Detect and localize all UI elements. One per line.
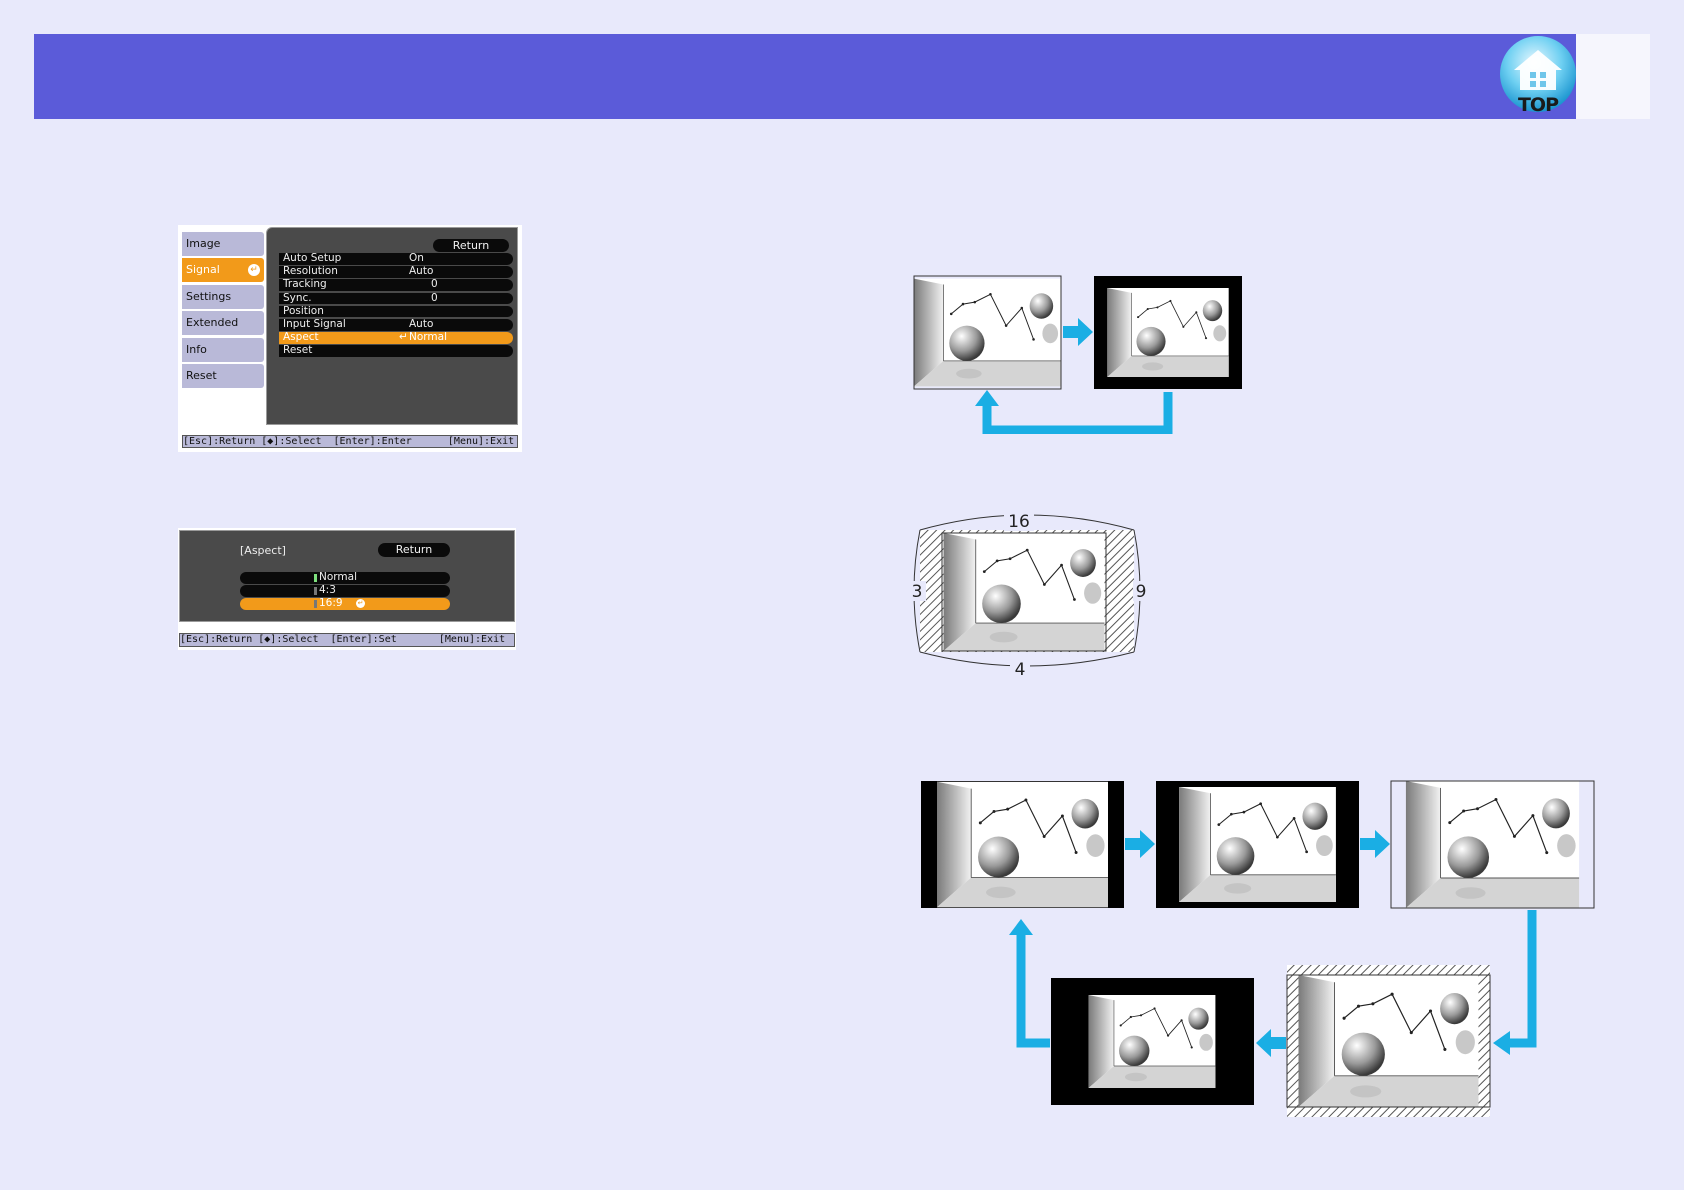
arrow-right-icon xyxy=(1063,318,1093,346)
unchecked-indicator xyxy=(314,587,317,596)
arrow-up-icon xyxy=(1016,932,1050,1048)
dimension-label-9: 9 xyxy=(1136,582,1147,602)
arrow-right-icon xyxy=(1360,830,1390,858)
aspect-option-normal[interactable]: Normal xyxy=(240,571,450,584)
signal-menu-screenshot: Image Signal↵ Settings Extended Info Res… xyxy=(178,225,522,452)
aspect-options: Normal 4:3 16:9↵ xyxy=(240,571,450,612)
return-button[interactable]: Return xyxy=(433,239,509,252)
aspect-menu-title: [Aspect] xyxy=(240,544,286,557)
sidebar-item-reset[interactable]: Reset xyxy=(182,363,264,388)
return-button[interactable]: Return xyxy=(378,543,450,557)
dimension-label-3: 3 xyxy=(912,582,923,602)
home-icon xyxy=(1500,36,1576,112)
arrow-up-icon xyxy=(1009,919,1033,935)
arrow-left-icon xyxy=(1256,1029,1286,1057)
aspect-menu-screenshot: [Aspect] Return Normal 4:3 16:9↵ [Esc]:R… xyxy=(178,528,516,650)
sidebar-item-settings[interactable]: Settings xyxy=(182,284,264,309)
image-pillarbox xyxy=(921,781,1124,908)
enter-icon: ↵ xyxy=(356,599,365,609)
dimension-label-16: 16 xyxy=(1008,512,1030,532)
top-button[interactable]: TOP xyxy=(1496,34,1580,120)
arrow-right-icon xyxy=(1125,830,1155,858)
image-letterbox xyxy=(1156,781,1359,908)
header-banner xyxy=(34,34,1576,119)
sidebar-item-image[interactable]: Image xyxy=(182,232,264,256)
sidebar-item-signal[interactable]: Signal↵ xyxy=(182,258,264,283)
unchecked-indicator xyxy=(314,600,317,609)
arrow-up-icon xyxy=(975,390,999,406)
arrow-return-icon xyxy=(982,392,1173,434)
aspect-cycle-diagram-a xyxy=(913,275,1242,434)
image-full xyxy=(1390,780,1595,909)
image-normal xyxy=(913,275,1062,390)
header-tab xyxy=(1576,34,1650,119)
menu-row-position[interactable]: Position xyxy=(279,305,513,318)
arrow-left-icon xyxy=(1493,1031,1510,1055)
image-windowbox xyxy=(1051,978,1254,1105)
menu-sidebar: Image Signal↵ Settings Extended Info Res… xyxy=(182,232,264,390)
aspect-panel: [Aspect] Return Normal 4:3 16:9↵ xyxy=(179,530,515,622)
menu-row-sync[interactable]: Sync.0 xyxy=(279,292,513,305)
menu-footer-help: [Esc]:Return [◆]:Select [Enter]:Enter [M… xyxy=(182,435,518,448)
aspect-footer-help: [Esc]:Return [◆]:Select [Enter]:Set [Men… xyxy=(179,633,515,647)
image-4-3 xyxy=(942,533,1106,651)
aspect-ratio-diagram: 16 3 9 4 xyxy=(910,511,1149,680)
enter-icon: ↵ xyxy=(248,264,260,277)
image-zoom xyxy=(1286,965,1491,1117)
top-label: TOP xyxy=(1517,94,1559,116)
aspect-option-16-9[interactable]: 16:9↵ xyxy=(240,598,450,610)
arrow-down-left-icon xyxy=(1508,910,1537,1048)
sidebar-item-extended[interactable]: Extended xyxy=(182,311,264,336)
menu-row-reset[interactable]: Reset xyxy=(279,345,513,357)
dimension-label-4: 4 xyxy=(1015,660,1026,680)
sidebar-item-info[interactable]: Info xyxy=(182,337,264,362)
enter-icon: ↵ xyxy=(399,331,408,344)
checked-indicator xyxy=(314,574,317,582)
aspect-cycle-diagram-c xyxy=(921,780,1595,1117)
image-16-9 xyxy=(1094,276,1242,389)
menu-row-aspect[interactable]: Aspect↵Normal xyxy=(279,332,513,344)
aspect-option-4-3[interactable]: 4:3 xyxy=(240,585,450,597)
